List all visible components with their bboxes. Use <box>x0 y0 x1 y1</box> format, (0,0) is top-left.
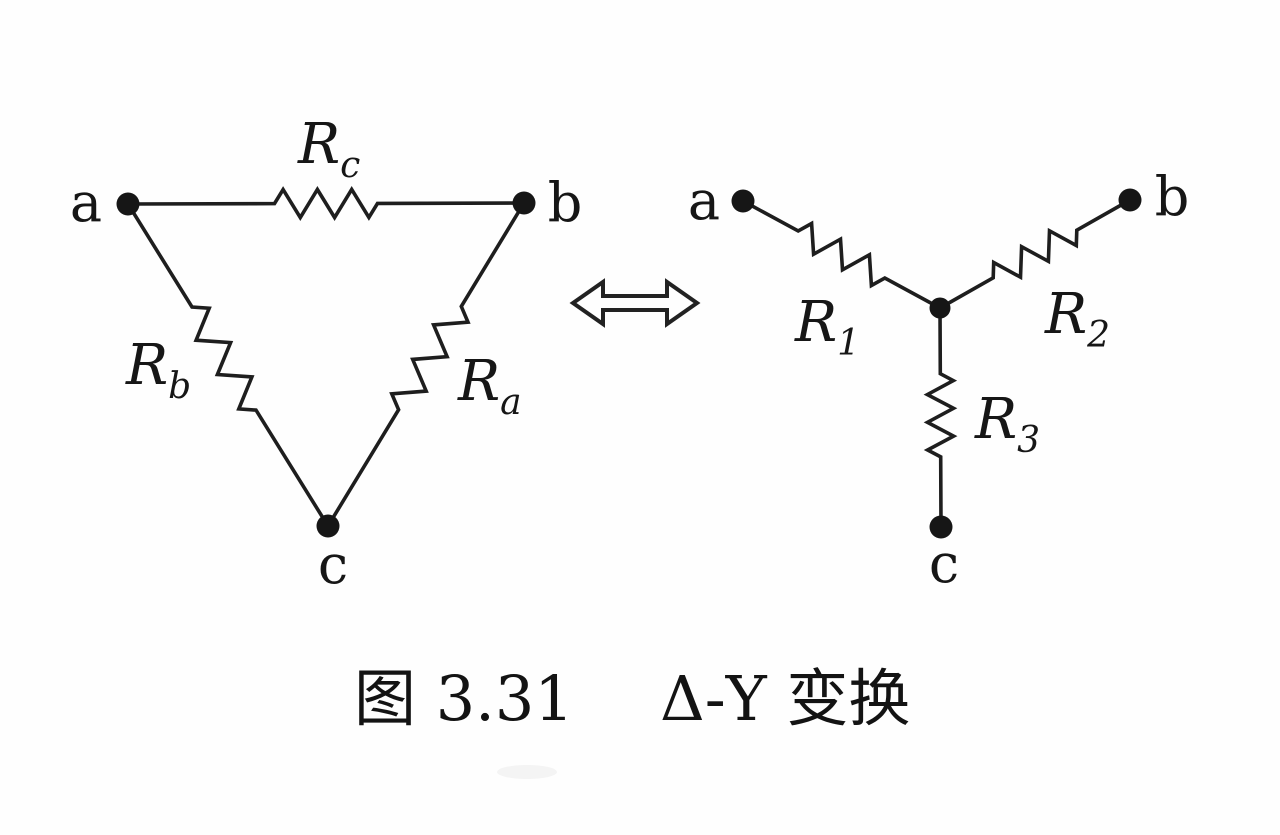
delta-node-a-dot <box>116 192 140 216</box>
resistor-r1-wire <box>741 199 942 310</box>
resistor-ra-label: Ra <box>457 349 522 423</box>
wye-node-a-dot <box>731 189 755 213</box>
delta-node-c-dot <box>316 514 340 538</box>
equivalence-arrow <box>569 278 701 328</box>
resistor-r3-label-base: R <box>974 387 1017 452</box>
resistor-ra-wire <box>326 201 526 528</box>
resistor-ra-label-sub: a <box>500 382 521 423</box>
figure-caption-number: 图 3.31 <box>354 662 574 735</box>
wye-node-b-dot <box>1118 188 1142 212</box>
resistor-r3-wire <box>923 306 958 529</box>
resistor-r2-label: R2 <box>1044 282 1110 356</box>
resistor-r2-label-sub: 2 <box>1086 315 1110 356</box>
wye-center-node-dot <box>929 297 951 319</box>
resistor-r3-label-sub: 3 <box>1017 420 1040 461</box>
resistor-r1-label-sub: 1 <box>837 323 860 364</box>
resistor-rb-label-sub: b <box>168 366 191 407</box>
resistor-r2-wire <box>938 198 1132 310</box>
resistor-rc-label-sub: c <box>340 145 360 186</box>
resistor-r1-label-base: R <box>794 290 837 355</box>
wye-circuit: a b c R1 R2 R3 <box>688 165 1189 595</box>
delta-circuit: a b c Rc Rb Ra <box>70 112 582 596</box>
wye-node-a-label: a <box>688 169 720 232</box>
resistor-rc-label: Rc <box>297 112 360 186</box>
figure-caption-title: Δ-Y 变换 <box>660 662 910 735</box>
wye-node-c-label: c <box>929 532 959 595</box>
resistor-rc-label-base: R <box>297 112 340 177</box>
wye-node-b-label: b <box>1155 165 1190 228</box>
resistor-rb-label: Rb <box>125 333 191 407</box>
resistor-ra-label-base: R <box>457 349 500 414</box>
figure-caption: 图 3.31 Δ-Y 变换 <box>354 662 910 735</box>
double-arrow-icon <box>569 278 701 328</box>
wye-node-c-dot <box>929 515 953 539</box>
delta-node-b-label: b <box>548 171 583 234</box>
resistor-r3-label: R3 <box>974 387 1040 461</box>
delta-node-b-dot <box>512 191 536 215</box>
resistor-rc-wire <box>126 185 526 222</box>
delta-node-c-label: c <box>318 533 348 596</box>
resistor-rb-wire <box>126 202 330 528</box>
resistor-r2-label-base: R <box>1044 282 1087 347</box>
resistor-rb-label-base: R <box>125 333 168 398</box>
scan-smudge <box>497 765 557 779</box>
resistor-r1-label: R1 <box>794 290 860 364</box>
delta-node-a-label: a <box>70 171 102 234</box>
